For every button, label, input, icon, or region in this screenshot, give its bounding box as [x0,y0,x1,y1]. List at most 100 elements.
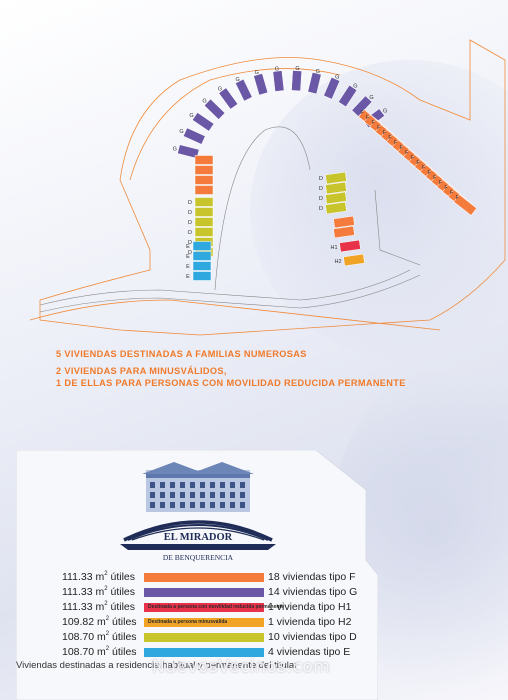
legend-row: 111.33 m2 útiles 18 viviendas tipo F [24,570,404,585]
legend-row: 111.33 m2 útiles Destinada a persona con … [24,600,404,615]
unit-type-label: G [173,146,177,152]
unit-type-label: F [433,175,437,181]
unit-type-label: G [236,77,240,83]
legend-count: 10 viviendas tipo D [268,631,357,643]
legend-color-swatch [144,648,264,657]
unit-type-label: F [394,140,398,146]
legend-swatch-note: Destinada a persona minusválida [148,619,228,625]
legend-row: 108.70 m2 útiles 10 viviendas tipo D [24,630,404,645]
logo-subtitle: DE BENQUERENCIA [163,553,234,562]
housing-unit [453,194,477,216]
unit-type-label: G [218,86,222,92]
unit-type-label: F [383,130,387,136]
legend-area: 108.70 m2 útiles [62,646,137,658]
housing-unit [307,72,322,95]
legend-count: 18 viviendas tipo F [268,571,356,583]
housing-unit [192,271,212,281]
unit-type-label: E [186,254,190,260]
housing-unit [333,215,355,229]
housing-unit [203,98,226,120]
unit-type-label: D [188,210,192,216]
legend-area: 111.33 m2 útiles [62,586,136,598]
legend-color-swatch: Destinada a persona con movilidad reduci… [144,603,284,612]
housing-unit [325,191,347,205]
unit-type-label: F [444,185,448,191]
legend-area: 111.33 m2 útiles [62,601,136,613]
site-outline-inner [129,68,341,181]
unit-type-label: F [360,110,364,116]
unit-type-label: G [255,70,259,76]
courtyard-lane [374,189,421,266]
unit-type-label: D [188,240,192,246]
note-reduced-mobility: 1 DE ELLAS PARA PERSONAS CON MOVILIDAD R… [56,378,406,388]
housing-unit [192,112,215,132]
unit-type-label: D [319,196,323,202]
unit-type-label: E [186,244,190,250]
housing-unit [253,73,269,96]
legend-count: 1 vivienda tipo H2 [268,616,352,628]
housing-unit [192,241,212,251]
unit-type-label: F [439,180,443,186]
unit-type-label: F [388,135,392,141]
legend-area: 111.33 m2 útiles [62,571,136,583]
unit-type-label: G [369,95,373,101]
access-road [39,269,411,306]
housing-unit [339,239,361,253]
unit-type-label: D [188,230,192,236]
unit-type-label: D [319,176,323,182]
unit-type-label: G [275,67,279,73]
unit-type-label: G [383,109,387,115]
unit-type-label: G [335,75,339,81]
legend-area: 108.70 m2 útiles [62,631,137,643]
housing-unit [218,87,239,110]
housing-unit [338,84,358,108]
allocation-notes: 5 VIVIENDAS DESTINADAS A FAMILIAS NUMERO… [56,348,476,389]
housing-unit [194,217,214,227]
legend-color-swatch [144,573,264,582]
housing-unit [343,253,365,267]
unit-type-label: F [405,150,409,156]
logo-name: EL MIRADOR [164,532,233,543]
legend-row: 111.33 m2 útiles 14 viviendas tipo G [24,585,404,600]
housing-unit [333,225,355,239]
unit-type-label: F [450,190,454,196]
footer-note: Viviendas destinadas a residencia habitu… [16,660,298,671]
unit-type-label: F [428,170,432,176]
legend-area: 109.82 m2 útiles [62,616,137,628]
unit-type-label: G [189,113,193,119]
legend-count: 14 viviendas tipo G [268,586,358,598]
unit-type-label: G [179,129,183,135]
unit-type-label: D [319,186,323,192]
el-mirador-logo: EL MIRADOR DE BENQUERENCIA [118,460,278,578]
unit-type-label: F [422,165,426,171]
housing-unit [351,95,373,117]
inner-lane [214,126,311,291]
legend-count: 4 viviendas tipo E [268,646,351,658]
building-illustration [142,462,254,512]
unit-type-label: G [202,98,206,104]
unit-type-label: F [411,155,415,161]
unit-type-label: F [400,145,404,151]
housing-unit [325,171,347,185]
unit-type-label: F [416,160,420,166]
unit-type-label: F [456,195,460,201]
unit-type-label: D [319,206,323,212]
housing-unit [323,76,341,100]
site-outline-road [29,299,441,331]
legend-row: 109.82 m2 útiles Destinada a persona minu… [24,615,404,630]
access-road-edge [39,274,421,313]
housing-unit [177,144,200,159]
legend-color-swatch [144,588,264,597]
housing-unit [325,181,347,195]
watermark: NuevosVecinos.com [152,657,331,677]
unit-type-label: G [316,69,320,75]
housing-unit [194,207,214,217]
housing-unit [194,155,214,165]
note-large-families: 5 VIVIENDAS DESTINADAS A FAMILIAS NUMERO… [56,349,307,359]
site-boundary [39,39,506,336]
unit-type-label: H2 [334,259,341,265]
unit-type-label: D [188,250,192,256]
unit-type-label: D [188,200,192,206]
